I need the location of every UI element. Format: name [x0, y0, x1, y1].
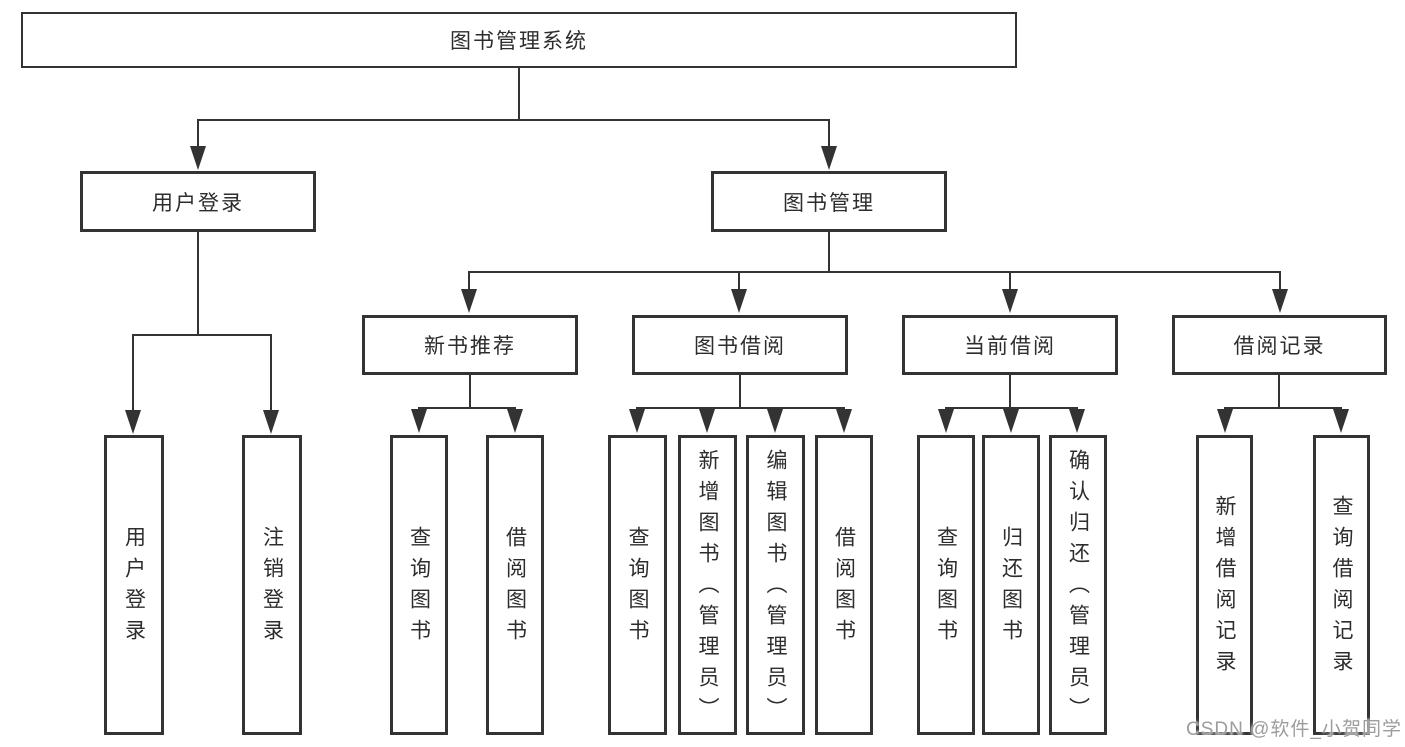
- arrow-down-icon: [629, 409, 645, 433]
- connector-vline: [739, 375, 741, 409]
- arrow-down-icon: [411, 409, 427, 433]
- node-label: 图书管理系统: [450, 30, 588, 53]
- connector-hline: [945, 407, 1078, 409]
- leaf-confirm-return-admin: 确认归还（管理员）: [1049, 435, 1107, 735]
- leaf-label: 查询图书: [626, 526, 649, 650]
- connector-hline: [468, 271, 1281, 273]
- arrow-down-icon: [125, 410, 141, 434]
- leaf-return-books: 归还图书: [982, 435, 1040, 735]
- leaf-label: 确认归还（管理员）: [1066, 448, 1090, 728]
- arrow-down-icon: [836, 409, 852, 433]
- connector-vline: [1009, 271, 1011, 290]
- arrow-down-icon: [1069, 409, 1085, 433]
- arrow-down-icon: [938, 409, 954, 433]
- arrow-down-icon: [190, 146, 206, 170]
- connector-hline: [1224, 407, 1342, 409]
- arrow-down-icon: [263, 410, 279, 434]
- leaf-label: 注销登录: [260, 526, 284, 650]
- connector-vline: [738, 271, 740, 290]
- arrow-down-icon: [1002, 289, 1018, 313]
- connector-vline: [1278, 375, 1280, 409]
- arrow-down-icon: [1333, 409, 1349, 433]
- leaf-query-borrow-record: 查询借阅记录: [1313, 435, 1370, 735]
- connector-hline: [636, 407, 845, 409]
- leaf-query-books-recommend: 查询图书: [390, 435, 448, 735]
- leaf-query-books-borrow: 查询图书: [608, 435, 667, 735]
- arrow-down-icon: [461, 289, 477, 313]
- connector-vline: [828, 232, 830, 273]
- connector-vline: [197, 232, 199, 336]
- connector-hline: [197, 119, 830, 121]
- connector-vline: [468, 271, 470, 290]
- connector-vline: [197, 119, 199, 147]
- connector-vline: [1279, 271, 1281, 290]
- node-current-borrow: 当前借阅: [902, 315, 1118, 375]
- node-book-borrow: 图书借阅: [632, 315, 848, 375]
- leaf-add-borrow-record: 新增借阅记录: [1196, 435, 1253, 735]
- arrow-down-icon: [767, 409, 783, 433]
- node-label: 图书借阅: [694, 335, 786, 358]
- connector-vline: [828, 119, 830, 147]
- arrow-down-icon: [1003, 409, 1019, 433]
- node-label: 用户登录: [152, 191, 244, 215]
- leaf-edit-books-admin: 编辑图书（管理员）: [746, 435, 805, 735]
- node-book-management: 图书管理: [711, 171, 947, 232]
- leaf-add-books-admin: 新增图书（管理员）: [678, 435, 737, 735]
- leaf-borrow-books-recommend: 借阅图书: [486, 435, 544, 735]
- connector-vline: [132, 334, 134, 411]
- node-label: 借阅记录: [1233, 335, 1326, 358]
- connector-hline: [418, 407, 516, 409]
- arrow-down-icon: [699, 409, 715, 433]
- node-user-login: 用户登录: [80, 171, 316, 232]
- node-label: 图书管理: [783, 191, 875, 215]
- leaf-query-books-current: 查询图书: [917, 435, 975, 735]
- leaf-label: 查询图书: [934, 526, 958, 650]
- leaf-label: 查询借阅记录: [1330, 495, 1353, 681]
- leaf-label: 查询图书: [407, 526, 431, 650]
- connector-vline: [1009, 375, 1011, 409]
- arrow-down-icon: [821, 146, 837, 170]
- leaf-label: 归还图书: [999, 526, 1023, 650]
- arrow-down-icon: [1272, 289, 1288, 313]
- arrow-down-icon: [731, 289, 747, 313]
- node-label: 新书推荐: [424, 335, 516, 358]
- leaf-label: 借阅图书: [832, 526, 856, 650]
- leaf-label: 用户登录: [122, 526, 146, 650]
- csdn-watermark: CSDN @软件_小贺同学: [1186, 719, 1402, 740]
- connector-vline: [469, 375, 471, 409]
- connector-vline: [270, 334, 272, 411]
- node-new-book-recommend: 新书推荐: [362, 315, 578, 375]
- leaf-label: 新增借阅记录: [1213, 495, 1236, 681]
- node-borrow-records: 借阅记录: [1172, 315, 1387, 375]
- leaf-label: 新增图书（管理员）: [696, 448, 719, 728]
- leaf-label: 借阅图书: [503, 526, 527, 650]
- arrow-down-icon: [507, 409, 523, 433]
- leaf-logout: 注销登录: [242, 435, 302, 735]
- leaf-user-login: 用户登录: [104, 435, 164, 735]
- node-library-system: 图书管理系统: [21, 12, 1017, 68]
- connector-vline: [518, 68, 520, 121]
- connector-hline: [132, 334, 272, 336]
- node-label: 当前借阅: [964, 335, 1056, 358]
- leaf-borrow-books: 借阅图书: [815, 435, 873, 735]
- arrow-down-icon: [1217, 409, 1233, 433]
- leaf-label: 编辑图书（管理员）: [764, 448, 787, 728]
